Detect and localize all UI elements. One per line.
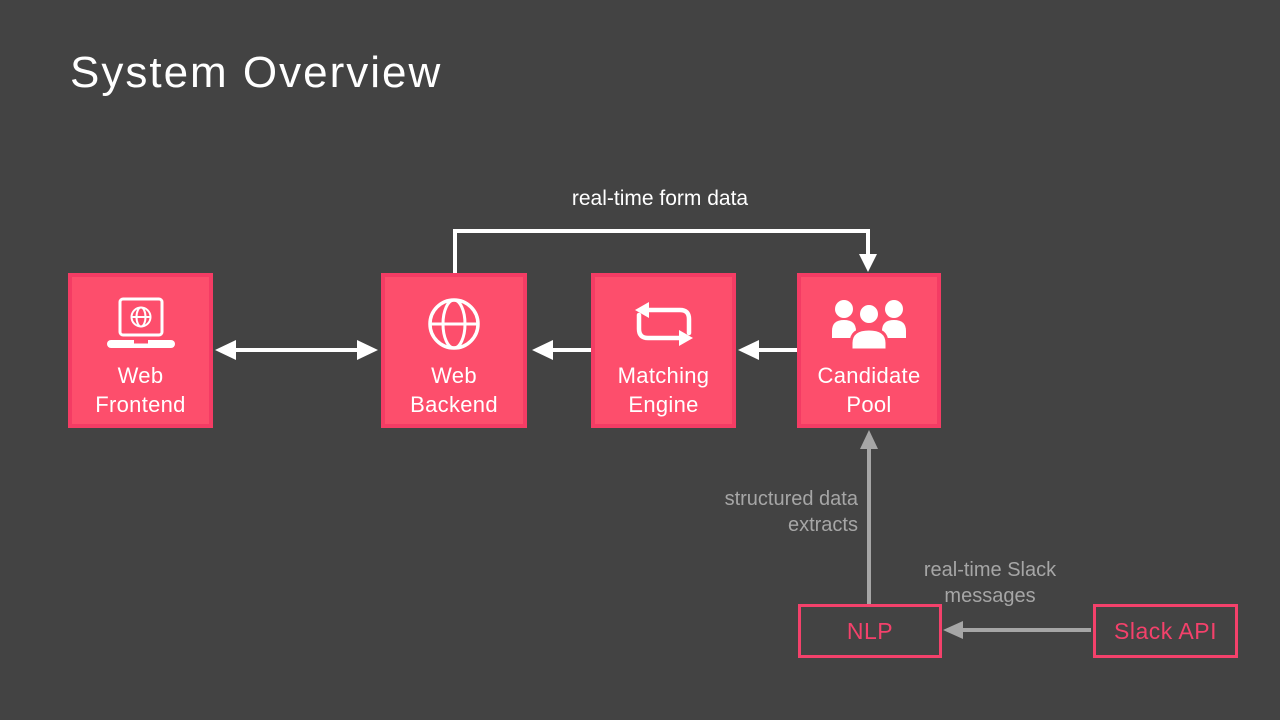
node-label-web-frontend: Web Frontend xyxy=(72,361,209,419)
connector-frontend-backend xyxy=(215,340,378,360)
node-label-line: Backend xyxy=(410,392,498,417)
slide-title: System Overview xyxy=(70,48,443,97)
node-web-backend: Web Backend xyxy=(381,273,527,428)
connector-form-data xyxy=(453,229,877,275)
laptop-globe-icon xyxy=(72,295,209,353)
edge-label-structured-data: structured data extracts xyxy=(658,486,858,538)
swap-arrows-icon xyxy=(595,295,732,353)
node-candidate-pool: Candidate Pool xyxy=(797,273,941,428)
globe-icon xyxy=(385,295,523,353)
connector-matching-backend xyxy=(532,340,591,360)
node-label-candidate-pool: Candidate Pool xyxy=(801,361,937,419)
users-icon xyxy=(801,295,937,353)
connector-nlp-candidate xyxy=(860,430,878,604)
node-label-line: Candidate xyxy=(817,363,921,388)
node-nlp: NLP xyxy=(798,604,942,658)
node-label-matching-engine: Matching Engine xyxy=(595,361,732,419)
edge-label-line: messages xyxy=(944,585,1036,607)
node-slack-api: Slack API xyxy=(1093,604,1238,658)
node-label-web-backend: Web Backend xyxy=(385,361,523,419)
node-label-line: Pool xyxy=(846,392,892,417)
edge-label-line: real-time Slack xyxy=(923,559,1057,581)
connector-candidate-matching xyxy=(738,340,797,360)
node-label-nlp: NLP xyxy=(846,617,894,644)
node-label-line: Web xyxy=(431,363,477,388)
edge-label-slack-messages: real-time Slack messages xyxy=(890,557,1090,609)
edge-label-line: extracts xyxy=(787,514,858,536)
node-web-frontend: Web Frontend xyxy=(68,273,213,428)
node-label-line: Engine xyxy=(628,392,699,417)
node-label-line: Web xyxy=(117,363,164,388)
node-matching-engine: Matching Engine xyxy=(591,273,736,428)
node-label-slack-api: Slack API xyxy=(1114,617,1217,644)
connector-slack-nlp xyxy=(943,621,1091,639)
edge-label-line: structured data xyxy=(724,488,858,510)
node-label-line: Frontend xyxy=(95,392,186,417)
edge-label-form-data: real-time form data xyxy=(571,187,749,210)
node-label-line: Matching xyxy=(617,363,710,388)
